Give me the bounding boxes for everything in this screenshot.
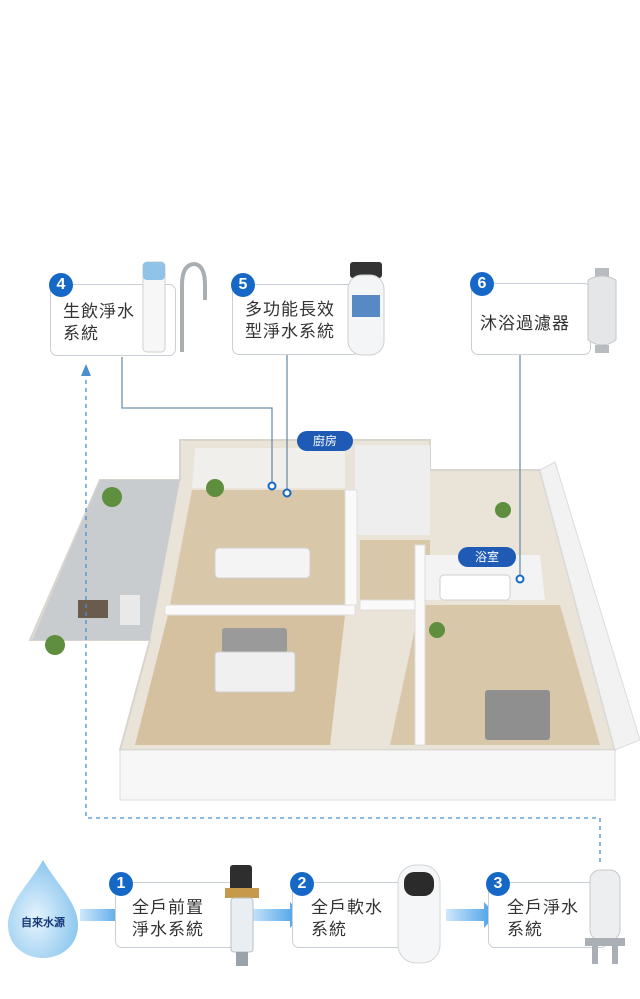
product-card-1: 1 全戶前置 淨水系統 — [109, 872, 245, 948]
product-card-2: 2 全戶軟水 系統 — [290, 872, 410, 948]
product-card-3: 3 全戶淨水 系統 — [486, 872, 608, 948]
product-number-badge: 1 — [109, 872, 133, 896]
water-source-label: 自來水源 — [21, 916, 65, 929]
product-label: 生飲淨水 系統 — [63, 302, 135, 344]
product-label: 全戶前置 淨水系統 — [132, 898, 204, 940]
product-label: 全戶軟水 系統 — [311, 898, 383, 940]
product-number-badge: 3 — [486, 872, 510, 896]
product-card-6: 6 沐浴過濾器 — [470, 272, 591, 355]
product-number-badge: 6 — [470, 272, 494, 296]
room-tag-bathroom: 浴室 — [458, 547, 516, 567]
room-tag-kitchen: 廚房 — [297, 431, 353, 451]
product-label: 沐浴過濾器 — [480, 314, 570, 334]
product-label: 全戶淨水 系統 — [507, 898, 579, 940]
product-card-5: 5 多功能長效 型淨水系統 — [231, 273, 360, 355]
product-number-badge: 5 — [231, 273, 255, 297]
product-number-badge: 2 — [290, 872, 314, 896]
product-label: 多功能長效 型淨水系統 — [245, 300, 335, 342]
product-number-badge: 4 — [49, 273, 73, 297]
